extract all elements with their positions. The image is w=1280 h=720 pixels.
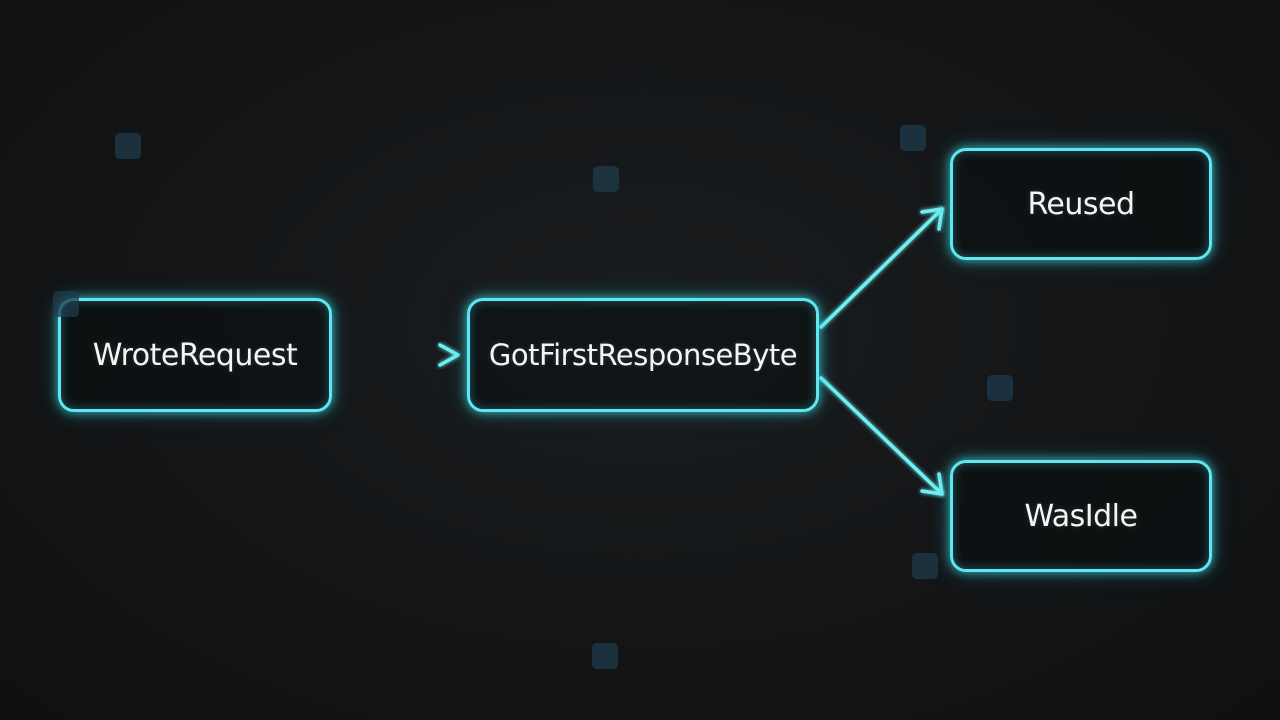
edge-wrote-to-gotfirst xyxy=(332,343,460,367)
node-reused: Reused xyxy=(950,148,1212,260)
node-was-idle: WasIdle xyxy=(950,460,1212,572)
node-wrote-request: WroteRequest xyxy=(58,298,332,412)
watermark-logo-icon xyxy=(987,375,1013,401)
watermark-logo-icon xyxy=(53,291,79,317)
node-got-first-response-byte: GotFirstResponseByte xyxy=(467,298,819,412)
edge-line xyxy=(819,207,944,329)
edge-gotfirst-to-reused xyxy=(819,207,944,329)
watermark-logo-icon xyxy=(592,643,618,669)
arrowhead-icon xyxy=(438,343,460,367)
edge-line xyxy=(819,376,944,496)
node-label: WroteRequest xyxy=(92,337,298,373)
watermark-logo-icon xyxy=(593,166,619,192)
watermark-logo-icon xyxy=(900,125,926,151)
arrowhead-icon xyxy=(920,207,944,231)
watermark-logo-icon xyxy=(912,553,938,579)
node-label: WasIdle xyxy=(1024,498,1138,534)
edge-gotfirst-to-wasidle xyxy=(819,376,944,496)
node-label: GotFirstResponseByte xyxy=(488,338,798,372)
watermark-logo-icon xyxy=(115,133,141,159)
arrowhead-icon xyxy=(920,472,944,496)
node-label: Reused xyxy=(1027,186,1135,222)
